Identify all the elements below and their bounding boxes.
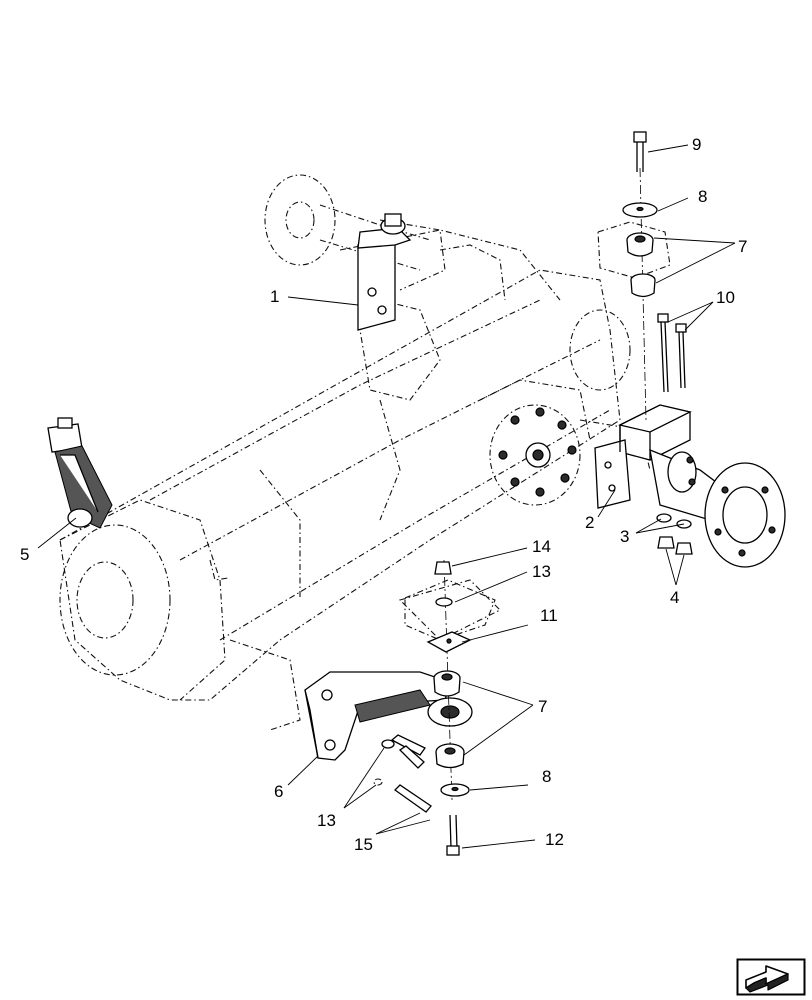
callout-8-upper: 8 xyxy=(698,187,707,206)
callout-6: 6 xyxy=(274,782,283,801)
callout-5: 5 xyxy=(20,545,29,564)
washers-and-nuts xyxy=(656,513,693,555)
callout-2: 2 xyxy=(585,513,594,532)
lower-front-bracket xyxy=(304,671,473,761)
callout-8-lower: 8 xyxy=(542,767,551,786)
callout-14: 14 xyxy=(532,537,551,556)
callout-7-upper: 7 xyxy=(738,237,747,256)
transmission-housing-phantom xyxy=(59,174,651,731)
callout-1: 1 xyxy=(270,287,279,306)
bracket-bolts xyxy=(373,734,432,813)
callout-13-lower: 13 xyxy=(317,811,336,830)
callout-4: 4 xyxy=(670,588,679,607)
callout-9: 9 xyxy=(692,135,701,154)
right-axle-hub xyxy=(649,448,786,568)
callout-11: 11 xyxy=(540,606,558,625)
callout-12: 12 xyxy=(545,830,564,849)
callout-7-lower: 7 xyxy=(538,697,547,716)
callout-labels: 1 2 3 4 5 6 7 7 8 8 9 10 11 12 13 13 14 … xyxy=(20,135,747,854)
differential-bolt-circle xyxy=(498,407,577,497)
leader-lines xyxy=(37,144,736,849)
long-bolts xyxy=(657,313,687,393)
callout-10: 10 xyxy=(716,288,735,307)
callout-13-upper: 13 xyxy=(532,562,551,581)
lower-mount-stack xyxy=(404,559,496,856)
callout-3: 3 xyxy=(620,527,629,546)
upper-mount-stack xyxy=(597,131,671,421)
next-page-arrow-icon[interactable] xyxy=(736,958,806,996)
callout-15: 15 xyxy=(354,835,373,854)
rear-right-support-block xyxy=(594,404,692,509)
front-left-support xyxy=(47,417,113,529)
rear-left-bracket xyxy=(357,213,412,331)
